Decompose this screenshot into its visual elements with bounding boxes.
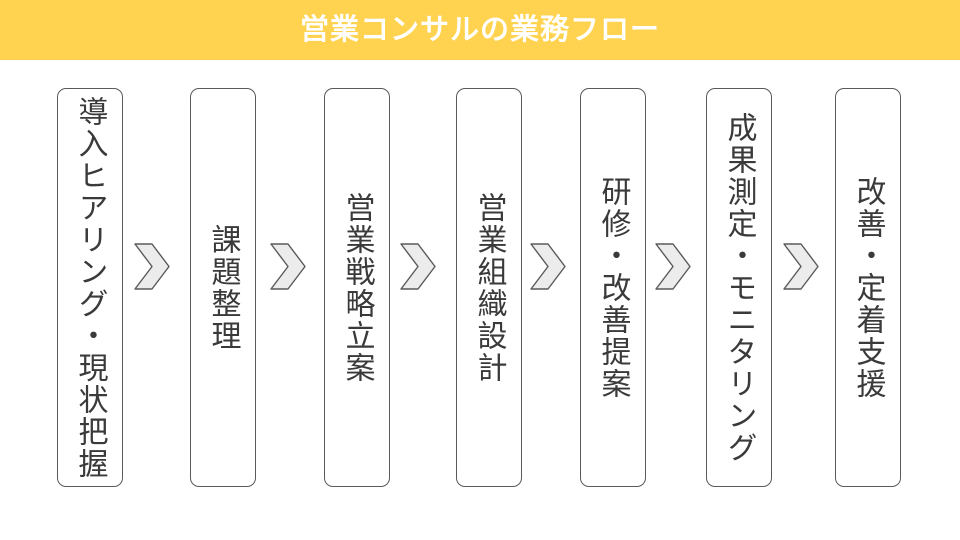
process-flow-diagram: 導入ヒアリング・現状把握 課題整理 営業戦略立案 営業組織設計	[0, 60, 960, 540]
flow-step-6-label: 成果測定・モニタリング	[721, 111, 757, 464]
flow-step-7-label: 改善・定着支援	[850, 175, 886, 400]
flow-step-3[interactable]: 営業戦略立案	[324, 88, 390, 487]
chevron-right-icon-6	[783, 243, 819, 290]
flow-step-4-label: 営業組織設計	[471, 191, 507, 384]
flow-step-5-label: 研修・改善提案	[595, 175, 631, 400]
chevron-right-icon-1	[134, 243, 170, 290]
flow-step-1-label: 導入ヒアリング・現状把握	[72, 95, 108, 480]
flow-step-2-label: 課題整理	[205, 223, 241, 352]
flow-step-5[interactable]: 研修・改善提案	[580, 88, 646, 487]
title-banner: 営業コンサルの業務フロー	[0, 0, 960, 60]
chevron-right-icon-5	[655, 243, 691, 290]
flow-step-7[interactable]: 改善・定着支援	[835, 88, 901, 487]
chevron-right-icon-3	[400, 243, 436, 290]
flow-step-6[interactable]: 成果測定・モニタリング	[706, 88, 772, 487]
flow-step-2[interactable]: 課題整理	[190, 88, 256, 487]
flow-step-4[interactable]: 営業組織設計	[456, 88, 522, 487]
flow-step-3-label: 営業戦略立案	[339, 191, 375, 384]
chevron-right-icon-2	[270, 243, 306, 290]
page-title: 営業コンサルの業務フロー	[299, 13, 660, 46]
flow-step-1[interactable]: 導入ヒアリング・現状把握	[57, 88, 123, 487]
chevron-right-icon-4	[530, 243, 566, 290]
